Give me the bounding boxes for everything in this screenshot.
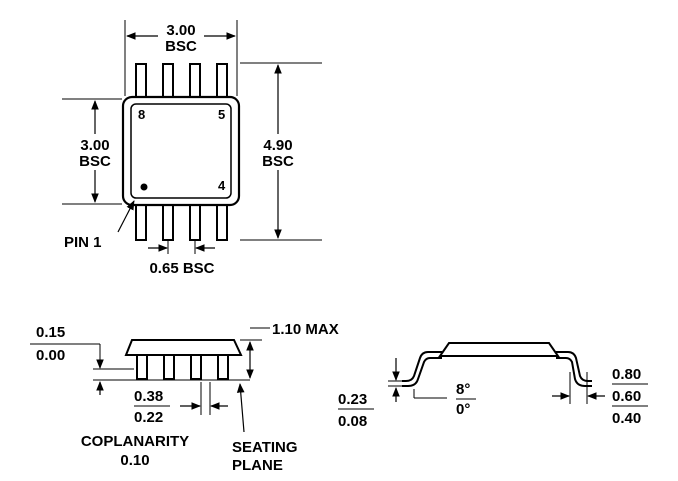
lead-span-value: 4.90 xyxy=(263,137,292,154)
package-body-inner xyxy=(130,103,232,199)
end-lead-right xyxy=(556,351,592,382)
foot-angle-min: 0° xyxy=(456,401,470,418)
lead-thickness-min: 0.08 xyxy=(338,413,367,430)
end-view: 0.23 0.08 8° 0° 0.80 0.60 0.40 xyxy=(338,342,648,430)
pin-number-5: 5 xyxy=(218,107,225,122)
lead-span-bsc: BSC xyxy=(262,153,294,170)
pin-number-8: 8 xyxy=(138,107,145,122)
standoff-max: 0.15 xyxy=(36,324,65,341)
end-lead-left xyxy=(402,351,442,382)
seating-plane-label-2: PLANE xyxy=(232,457,283,474)
lead-bottom-2 xyxy=(162,201,174,241)
coplanarity-label: COPLANARITY xyxy=(81,433,189,450)
side-lead-2 xyxy=(163,354,175,380)
width-value: 3.00 xyxy=(166,22,195,39)
side-view: 0.15 0.00 1.10 MAX 0.38 0.22 COPLANARITY… xyxy=(30,321,339,474)
foot-angle-max: 8° xyxy=(456,381,470,398)
side-lead-4 xyxy=(217,354,229,380)
pin1-leader xyxy=(117,200,135,233)
pitch-label: 0.65 BSC xyxy=(149,260,214,277)
lead-top-4 xyxy=(216,63,228,101)
coplanarity-value: 0.10 xyxy=(120,452,149,469)
standoff-min: 0.00 xyxy=(36,347,65,364)
lead-bottom-1 xyxy=(135,201,147,241)
lead-top-1 xyxy=(135,63,147,101)
lead-bottom-3 xyxy=(189,201,201,241)
lead-thickness-max: 0.23 xyxy=(338,391,367,408)
lead-width-min: 0.22 xyxy=(134,409,163,426)
max-height-label: 1.10 MAX xyxy=(272,321,339,338)
pin-number-4: 4 xyxy=(218,178,226,193)
lead-width-max: 0.38 xyxy=(134,388,163,405)
width-bsc: BSC xyxy=(165,38,197,55)
pin1-label: PIN 1 xyxy=(64,234,102,251)
lead-top-2 xyxy=(162,63,174,101)
lead-bottom-4 xyxy=(216,201,228,241)
foot-length-max: 0.80 xyxy=(612,366,641,383)
foot-length-min: 0.40 xyxy=(612,410,641,427)
side-lead-1 xyxy=(136,354,148,380)
body-height-bsc: BSC xyxy=(79,153,111,170)
lead-top-3 xyxy=(189,63,201,101)
pin1-dot xyxy=(140,183,148,191)
seating-plane-leader xyxy=(236,383,245,433)
body-height-value: 3.00 xyxy=(80,137,109,154)
foot-length-nom: 0.60 xyxy=(612,388,641,405)
top-view: 8 5 4 3.00 BSC 3.00 BSC 4.90 BSC PIN 1 0… xyxy=(62,20,322,277)
end-body xyxy=(438,342,560,357)
side-body xyxy=(124,339,243,356)
seating-plane-label-1: SEATING xyxy=(232,439,298,456)
side-lead-3 xyxy=(190,354,202,380)
